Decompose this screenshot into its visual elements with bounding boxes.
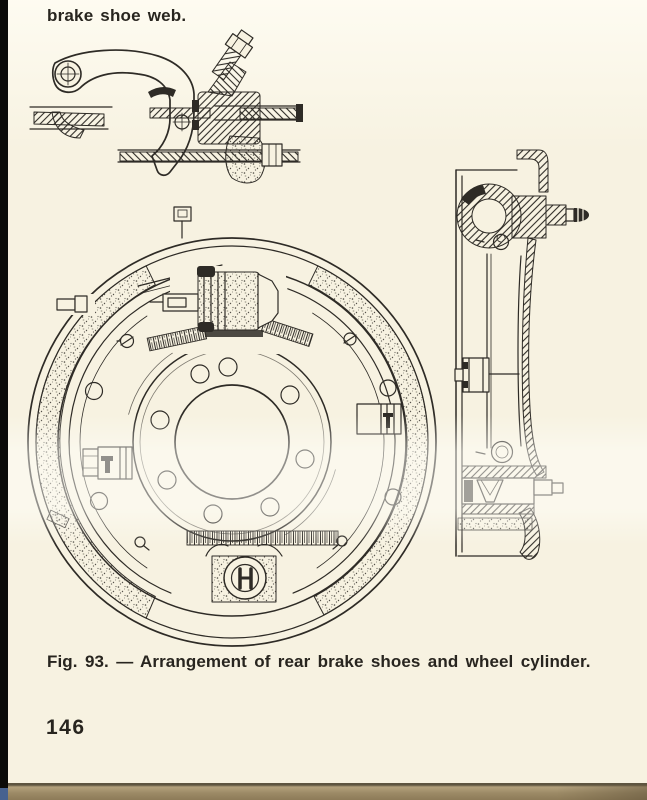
page-number: 146 [46,716,86,739]
drum-flange-section [516,149,549,193]
brake-drum-front-view [27,206,437,647]
bottom-flange-section [518,507,541,560]
cylinder-end-cap [257,273,279,329]
spring-hook-left [134,536,150,551]
bleed-nipple [545,204,589,226]
adjuster-peg [533,479,553,496]
cylinder-body-section [197,61,261,145]
bleed-screw [211,29,254,81]
adjuster-side-section [457,465,564,560]
brake-shoe-lining-left [35,265,156,619]
spring-end-coil-bottom [475,440,514,464]
brake-shoe-right [287,288,396,594]
adjuster-wheel [223,556,267,600]
backplate-screw-left [116,333,135,349]
drum-rim-outer [27,237,437,647]
hold-down-clip-left [82,446,133,480]
seal [192,100,199,112]
handbrake-rod [29,106,113,130]
wheel-cylinder-lever-detail [29,29,303,184]
top-text: brake shoe web. [47,6,187,25]
spring-end-coil-top [475,233,510,251]
spring-hook-right [332,535,348,550]
pivot-seal [148,86,176,98]
figure-caption: Fig. 93. — Arrangement of rear brake sho… [47,652,591,671]
lining-tab [46,509,70,529]
handbrake-lever [51,49,195,176]
shoe-profile [517,255,522,447]
seal [192,120,199,130]
anchor-pin [53,294,95,315]
wheel-cylinder-section [456,183,547,249]
clip-side-view [454,357,490,393]
hold-down-clip-right [356,403,402,435]
lower-return-spring [186,530,339,546]
hub [132,342,332,542]
brake-shoe-lining-right [308,265,429,616]
lining-edge-on [457,517,533,531]
rim-bracket [173,206,192,239]
rod-nut [261,143,283,167]
adjuster [186,530,339,603]
lever-connector [149,293,199,312]
scan-edge-left [0,0,8,800]
wheel-cylinder [146,266,314,352]
cylinder-boot [225,135,266,184]
backplate-lip-section [521,237,545,477]
backplate-screw-right [343,332,357,346]
backplate-hole [89,491,109,511]
scan-edge-speck [0,788,8,800]
page-edge-shadow [557,785,647,800]
page-edge-band [0,783,647,800]
backplate-hole [384,488,402,506]
backplate-side-view [454,149,589,560]
brake-shoe-left [68,290,172,594]
backplate-hole [379,379,397,397]
backplate-hole [84,381,104,401]
hub-center-hole [174,384,290,500]
